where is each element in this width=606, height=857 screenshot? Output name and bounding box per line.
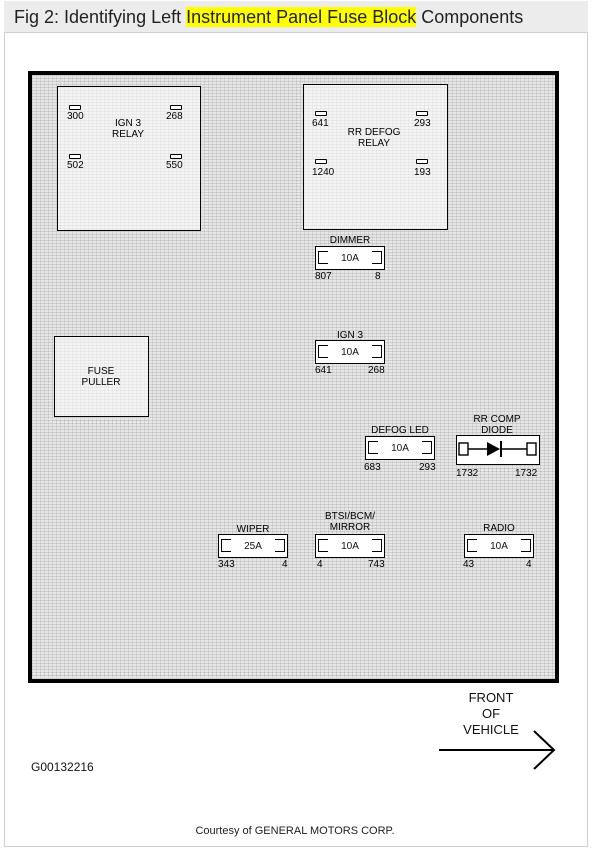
defog-led-fuse-name: DEFOG LED [371, 425, 429, 436]
relay-terminal [315, 111, 327, 116]
title-prefix: Fig 2: Identifying Left [14, 7, 187, 27]
dimmer-fuse-left-pin: 807 [315, 271, 332, 282]
radio-fuse-rating: 10A [490, 541, 508, 552]
relay-terminal [170, 105, 182, 110]
diode-icon [458, 441, 537, 457]
radio-fuse-left-pin: 43 [463, 559, 475, 570]
ign3-fuse-left-pin: 641 [315, 365, 332, 376]
rr-comp-diode-line1: RR COMP [473, 414, 521, 425]
ign3-relay-pin-300: 300 [67, 111, 84, 122]
rr-defog-label-line2: RELAY [357, 138, 391, 149]
ign3-fuse-name: IGN 3 [336, 330, 364, 341]
arrow-right-icon [439, 730, 556, 770]
ign3-relay-pin-550: 550 [166, 160, 183, 171]
credit-line: Courtesy of GENERAL MOTORS CORP. [195, 825, 395, 837]
title-bar: Fig 2: Identifying Left Instrument Panel… [4, 1, 588, 33]
figure-title: Fig 2: Identifying Left Instrument Panel… [14, 6, 523, 28]
relay-terminal [416, 111, 428, 116]
relay-terminal [416, 159, 428, 164]
dimmer-fuse-rating: 10A [341, 253, 359, 264]
btsi-fuse-name: BTSI/BCM/MIRROR [313, 511, 387, 533]
ign3-fuse-rating: 10A [341, 347, 359, 358]
rr-comp-diode-right-pin: 1732 [515, 468, 538, 479]
front-line2: OF [481, 706, 501, 721]
ign3-relay-pin-502: 502 [67, 160, 84, 171]
front-of-vehicle-label: FRONT OF VEHICLE [452, 690, 530, 738]
radio-fuse-name: RADIO [483, 523, 515, 534]
fuse-puller-line2: PULLER [81, 377, 121, 388]
front-line3: VEHICLE [463, 722, 519, 737]
dimmer-fuse: 10A [315, 246, 385, 270]
title-suffix: Components [416, 7, 524, 27]
ign3-relay-label-line2: RELAY [111, 129, 145, 140]
wiper-fuse-right-pin: 4 [282, 559, 288, 570]
ign3-relay-pin-268: 268 [166, 111, 183, 122]
btsi-fuse-name-line2: MIRROR [329, 522, 371, 533]
defog-led-fuse-right-pin: 293 [419, 462, 436, 473]
relay-terminal [69, 105, 81, 110]
rr-comp-diode-line2: DIODE [481, 425, 513, 436]
fuse-puller-line1: FUSE [87, 366, 115, 377]
title-highlight: Instrument Panel Fuse Block [186, 7, 417, 27]
radio-fuse: 10A [464, 534, 534, 558]
wiper-fuse-left-pin: 343 [218, 559, 235, 570]
rr-defog-relay-pin-1240: 1240 [312, 167, 335, 178]
rr-comp-diode [456, 435, 540, 465]
rr-defog-relay-pin-193: 193 [414, 167, 431, 178]
rr-comp-diode-left-pin: 1732 [456, 468, 479, 479]
defog-led-fuse-left-pin: 683 [364, 462, 381, 473]
ign3-fuse: 10A [315, 340, 385, 364]
wiper-fuse: 25A [218, 534, 288, 558]
rr-defog-relay-pin-641: 641 [312, 118, 329, 129]
relay-terminal [170, 154, 182, 159]
defog-led-fuse: 10A [365, 436, 435, 460]
dimmer-fuse-name: DIMMER [329, 235, 371, 246]
relay-terminal [69, 154, 81, 159]
figure-id: G00132216 [31, 760, 94, 774]
btsi-fuse-right-pin: 743 [368, 559, 385, 570]
rr-defog-relay-pin-293: 293 [414, 118, 431, 129]
dimmer-fuse-right-pin: 8 [375, 271, 381, 282]
ign3-relay-label-line1: IGN 3 [114, 118, 142, 129]
btsi-fuse-name-line1: BTSI/BCM/ [324, 511, 375, 522]
wiper-fuse-name: WIPER [236, 524, 270, 535]
btsi-fuse-rating: 10A [341, 541, 359, 552]
front-line1: FRONT [468, 690, 514, 705]
defog-led-fuse-rating: 10A [391, 443, 409, 454]
ign3-fuse-right-pin: 268 [368, 365, 385, 376]
radio-fuse-right-pin: 4 [526, 559, 532, 570]
wiper-fuse-rating: 25A [244, 541, 262, 552]
rr-defog-label-line1: RR DEFOG [347, 127, 401, 138]
btsi-fuse: 10A [315, 534, 385, 558]
relay-terminal [315, 159, 327, 164]
btsi-fuse-left-pin: 4 [317, 559, 323, 570]
